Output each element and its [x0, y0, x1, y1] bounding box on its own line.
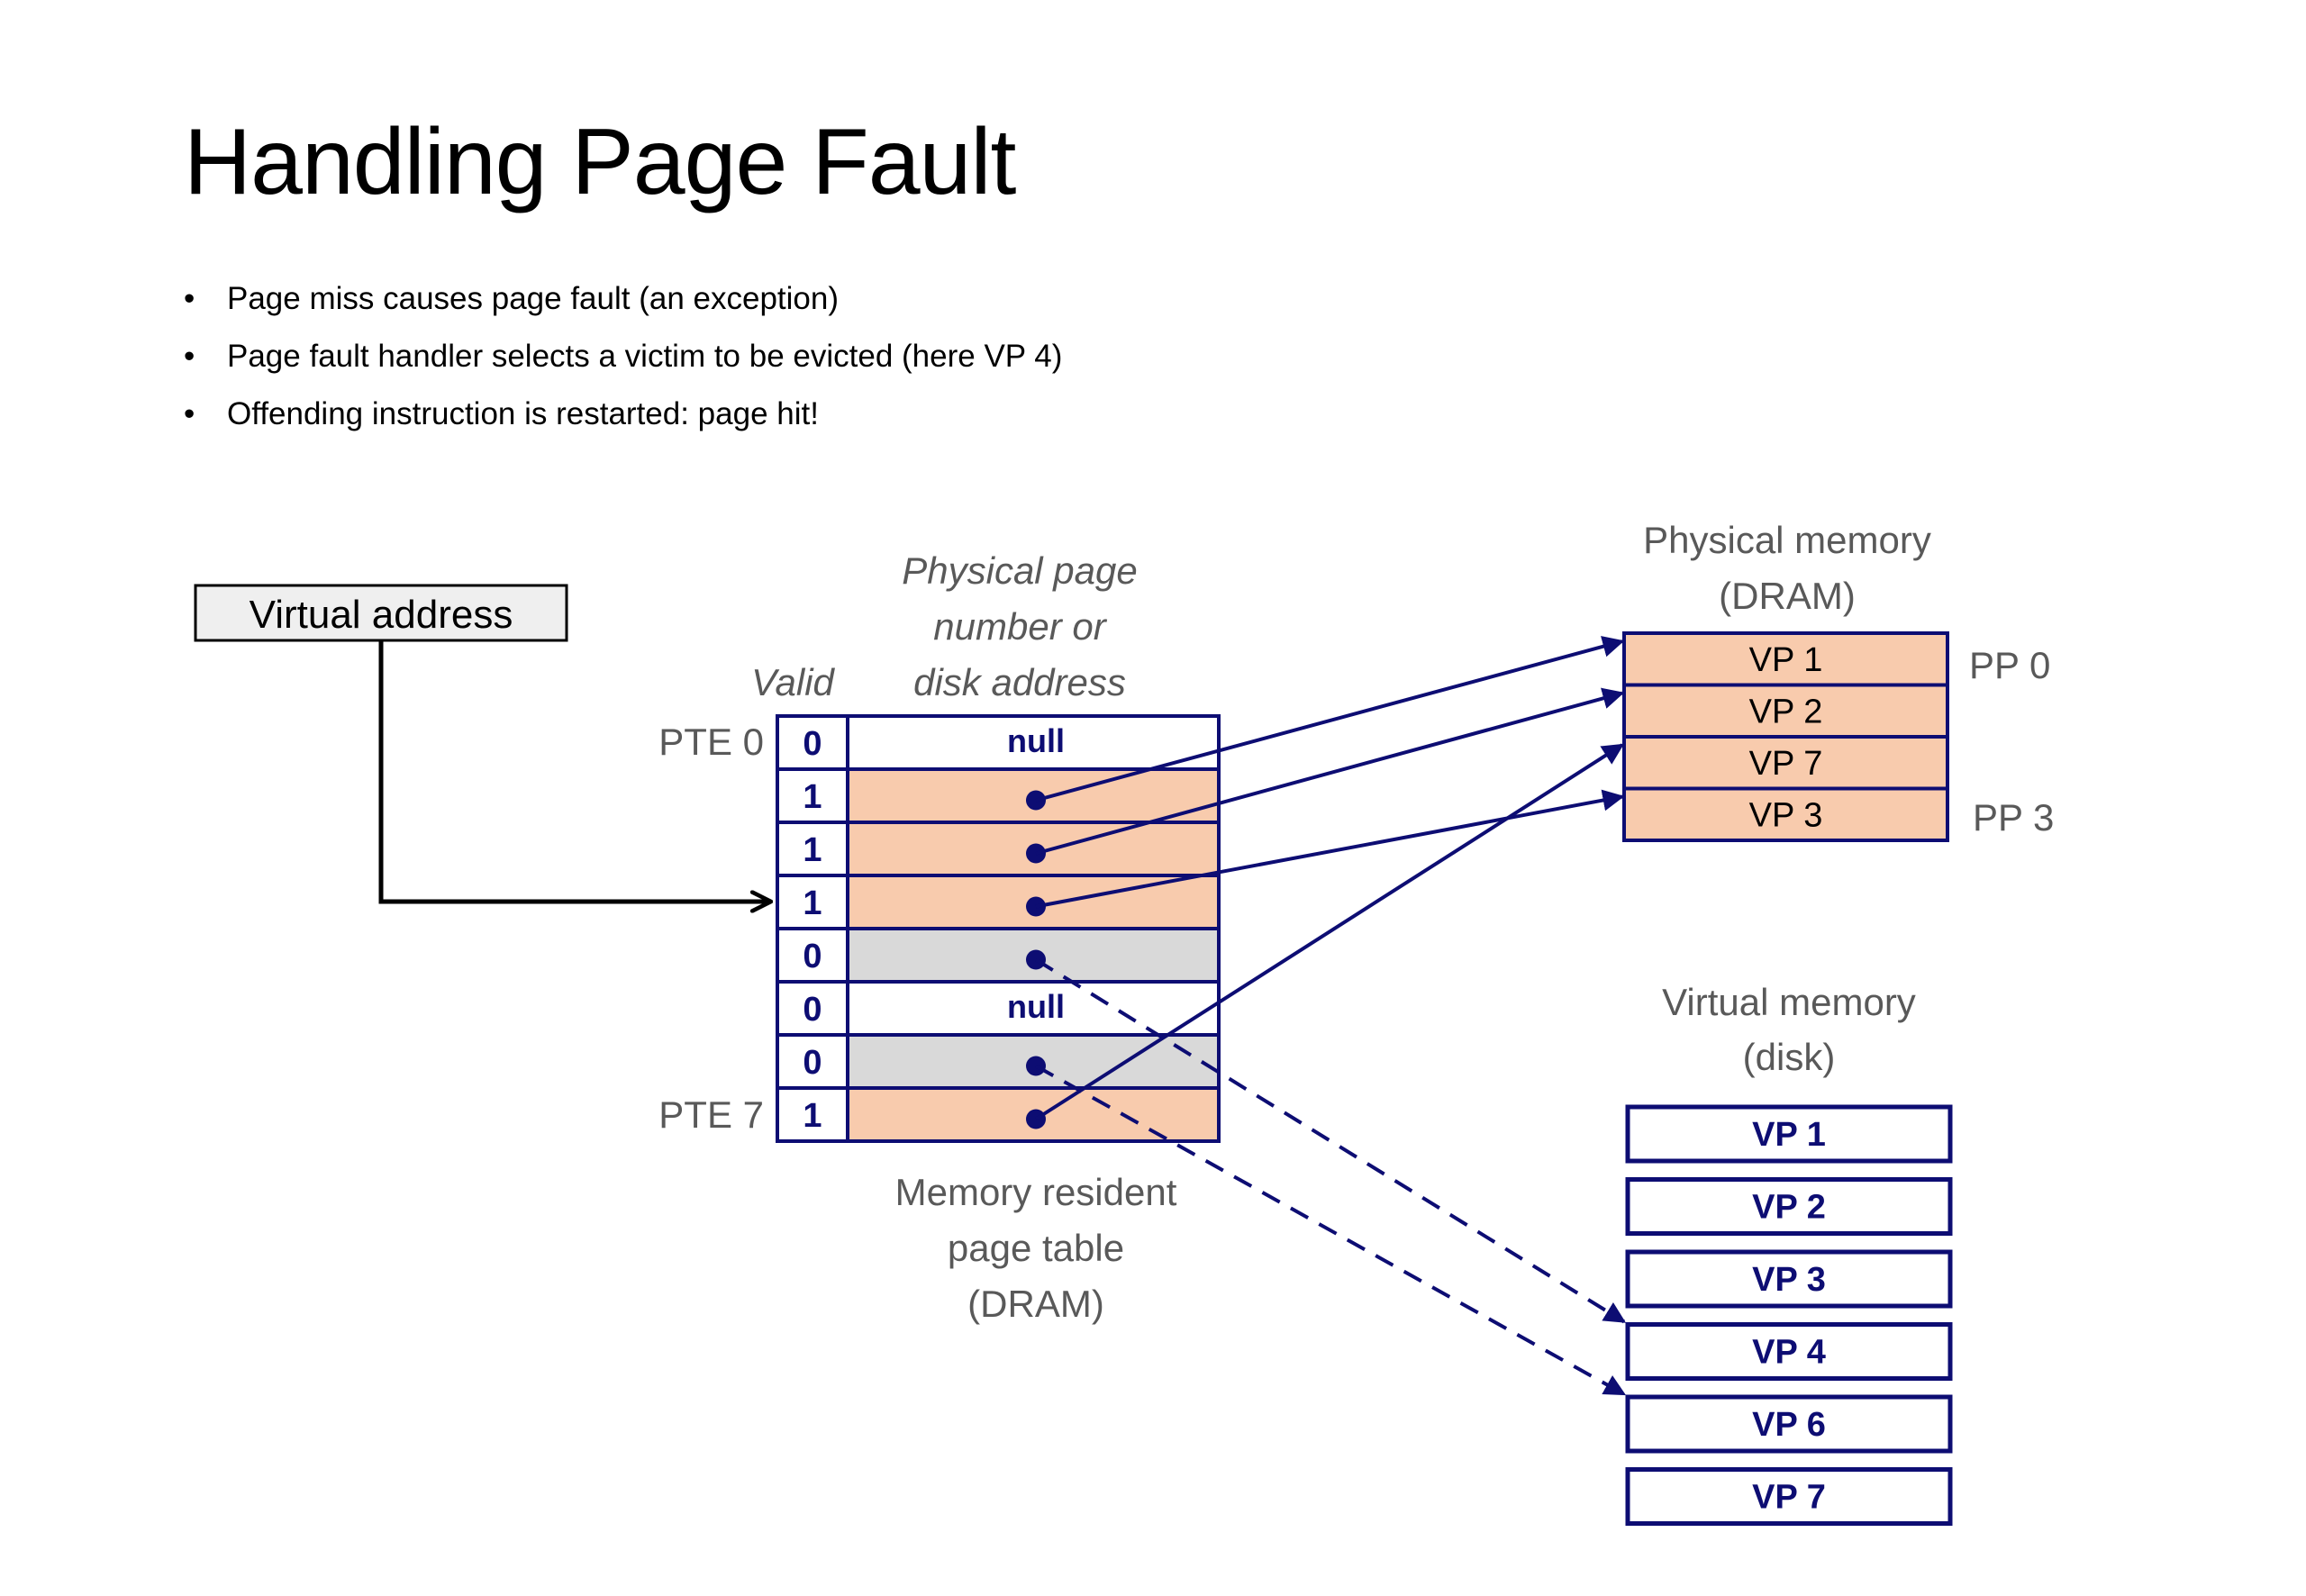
pte-valid-cell	[776, 874, 849, 930]
bullet-icon: •	[184, 281, 195, 316]
page-table-caption-line-3: (DRAM)	[967, 1283, 1104, 1325]
bullet-icon: •	[184, 339, 195, 374]
disk-page-box	[1625, 1249, 1953, 1309]
disk-page: VP 2	[1625, 1177, 1953, 1236]
pte-valid-bit: 0	[803, 725, 822, 763]
disk-page-box	[1625, 1467, 1953, 1526]
page-table: 0 null 1 1 1 0 0 null 0 1	[776, 714, 1221, 1143]
virtual-memory-disk: VP 1 VP 2 VP 3 VP 4 VP 6 VP 7	[1625, 1104, 1953, 1526]
disk-page-box	[1625, 1394, 1953, 1454]
bullet-list: • Page miss causes page fault (an excepti…	[180, 270, 1062, 443]
physical-page-label: VP 1	[1749, 641, 1823, 679]
disk-page-label: VP 1	[1752, 1116, 1826, 1154]
pte-to-physical-page-arrow	[1034, 743, 1625, 1121]
bullet-text: Offending instruction is restarted: page…	[227, 396, 819, 431]
physical-page: VP 7	[1622, 735, 1949, 791]
physical-memory-title-line-1: Physical memory	[1643, 519, 1931, 561]
page-table-caption-line-2: page table	[948, 1227, 1124, 1269]
bullet-item: • Page fault handler selects a victim to …	[180, 328, 1062, 385]
disk-page-label: VP 3	[1752, 1261, 1826, 1299]
pte-first-label: PTE 0	[658, 721, 764, 763]
bullet-item: • Offending instruction is restarted: pag…	[180, 385, 1062, 443]
ppn-header-line-3: disk address	[913, 661, 1126, 703]
pte-null-label: null	[1007, 988, 1065, 1025]
pte-row: 0	[776, 927, 1221, 984]
disk-page: VP 3	[1625, 1249, 1953, 1309]
pte-valid-bit: 1	[803, 1097, 822, 1135]
physical-page: VP 2	[1622, 683, 1949, 739]
bullet-icon: •	[184, 396, 195, 431]
virtual-memory-title-line-2: (disk)	[1743, 1036, 1836, 1078]
pte-to-physical-page-arrow	[1035, 789, 1625, 909]
bullet-text: Page fault handler selects a victim to b…	[227, 339, 1063, 374]
pte-row: 1	[776, 767, 1221, 824]
disk-page-box	[1625, 1104, 1953, 1164]
physical-page-label: VP 7	[1749, 745, 1823, 783]
pte-valid-bit: 1	[803, 884, 822, 922]
pte-null-label: null	[1007, 722, 1065, 759]
pte-row: 0 null	[776, 980, 1221, 1037]
pte-valid-cell	[776, 1086, 849, 1143]
disk-page: VP 7	[1625, 1467, 1953, 1526]
pte-to-physical-page-arrow	[1035, 687, 1625, 856]
ppn-header-line-2: number or	[933, 605, 1107, 648]
physical-page: VP 3	[1622, 786, 1949, 842]
pte-last-label: PTE 7	[658, 1093, 764, 1136]
disk-page-label: VP 6	[1752, 1406, 1826, 1444]
page-table-caption-line-1: Memory resident	[895, 1171, 1177, 1213]
pte-valid-bit: 1	[803, 831, 822, 869]
physical-memory-title-line-2: (DRAM)	[1719, 575, 1856, 617]
ppn-header-line-1: Physical page	[902, 549, 1138, 592]
pte-valid-cell	[776, 1033, 849, 1090]
disk-page-label: VP 4	[1752, 1334, 1826, 1372]
pp-first-label: PP 0	[1969, 644, 2050, 686]
physical-memory: VP 1 VP 2 VP 7 VP 3	[1622, 631, 1949, 842]
va-to-pte-arrow	[378, 640, 771, 902]
pte-row: 1	[776, 821, 1221, 877]
disk-page-label: VP 7	[1752, 1479, 1826, 1517]
virtual-memory-title-line-1: Virtual memory	[1662, 981, 1916, 1023]
pte-to-physical-page-arrow	[1035, 636, 1625, 803]
bullet-text: Page miss causes page fault (an exceptio…	[227, 281, 839, 316]
pte-valid-bit: 0	[803, 1044, 822, 1082]
virtual-address-label: Virtual address	[250, 593, 513, 637]
slide-title: Handling Page Fault	[184, 110, 1016, 214]
physical-page-label: VP 2	[1749, 694, 1823, 731]
valid-header: Valid	[751, 661, 835, 703]
pte-address-cell	[846, 980, 1221, 1037]
pte-links	[1034, 636, 1627, 1396]
disk-page: VP 6	[1625, 1394, 1953, 1454]
bullet-item: • Page miss causes page fault (an excepti…	[180, 270, 1062, 328]
pte-valid-bit: 0	[803, 938, 822, 975]
pte-row: 1	[776, 1086, 1221, 1143]
pte-to-disk-page-arrow	[1034, 957, 1627, 1324]
disk-page: VP 1	[1625, 1104, 1953, 1164]
pp-last-label: PP 3	[1973, 796, 2054, 839]
pte-to-disk-page-arrow	[1035, 1064, 1627, 1396]
physical-page-cell	[1622, 786, 1949, 842]
pte-valid-bit: 0	[803, 991, 822, 1029]
disk-page: VP 4	[1625, 1322, 1953, 1381]
disk-page-box	[1625, 1177, 1953, 1236]
pte-row: 0 null	[776, 714, 1221, 771]
disk-page-label: VP 2	[1752, 1189, 1826, 1227]
pte-valid-bit: 1	[803, 778, 822, 816]
pte-valid-cell	[776, 927, 849, 984]
physical-page-label: VP 3	[1749, 797, 1823, 835]
virtual-address-box: Virtual address	[194, 584, 568, 642]
physical-page: VP 1	[1622, 631, 1949, 687]
disk-page-box	[1625, 1322, 1953, 1381]
pte-address-cell	[846, 714, 1221, 771]
